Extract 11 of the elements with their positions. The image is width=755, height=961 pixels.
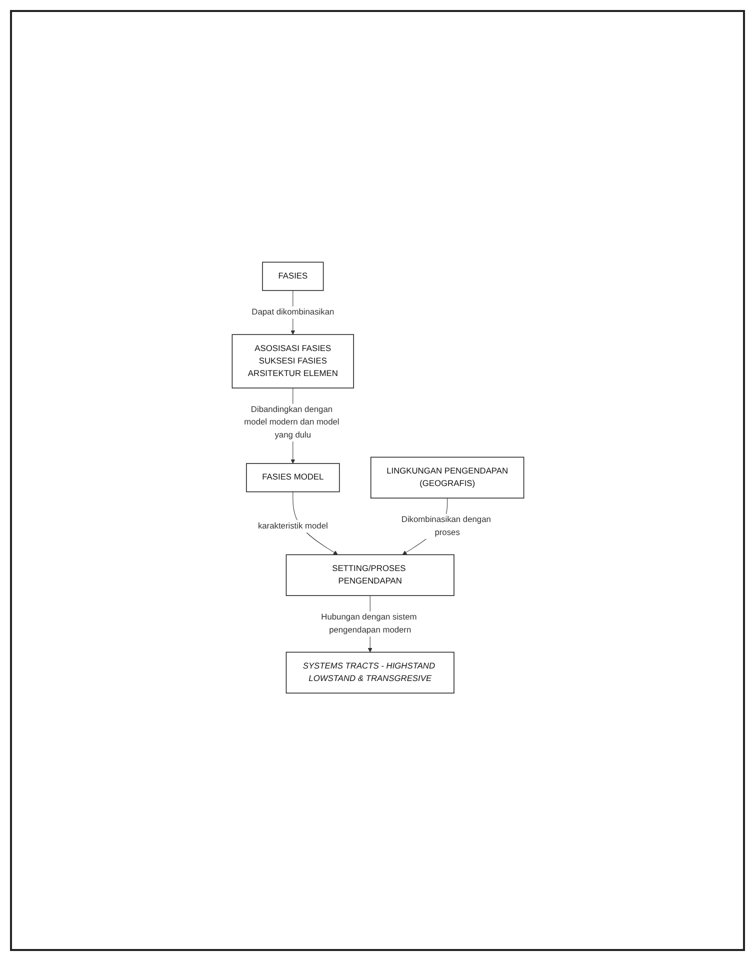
node-box: ASOSISASI FASIES SUKSESI FASIES ARSITEKTUR ELEMEN	[231, 334, 354, 389]
node-box: FASIES MODEL	[246, 463, 340, 493]
edge-label: Dibandingkan dengan model modern dan model yang dulu	[244, 406, 339, 440]
edge-label: Dapat dikombinasikan	[251, 308, 334, 318]
node-box: SETTING/PROSES PENGENDAPAN	[285, 554, 454, 596]
edge-label: Hubungan dengan sistem pengendapan modern	[320, 613, 416, 635]
node-box: FASIES	[262, 262, 324, 292]
node-box: SYSTEMS TRACTS - HIGHSTAND LOWSTAND & TRANSGRESIVE	[285, 652, 454, 694]
node-box: LINGKUNGAN PENGENDAPAN (GEOGRAFIS)	[370, 457, 524, 499]
edge-label: karakteristik model	[257, 522, 328, 531]
edge-label: Dikombinasikan dengan proses	[400, 516, 490, 538]
